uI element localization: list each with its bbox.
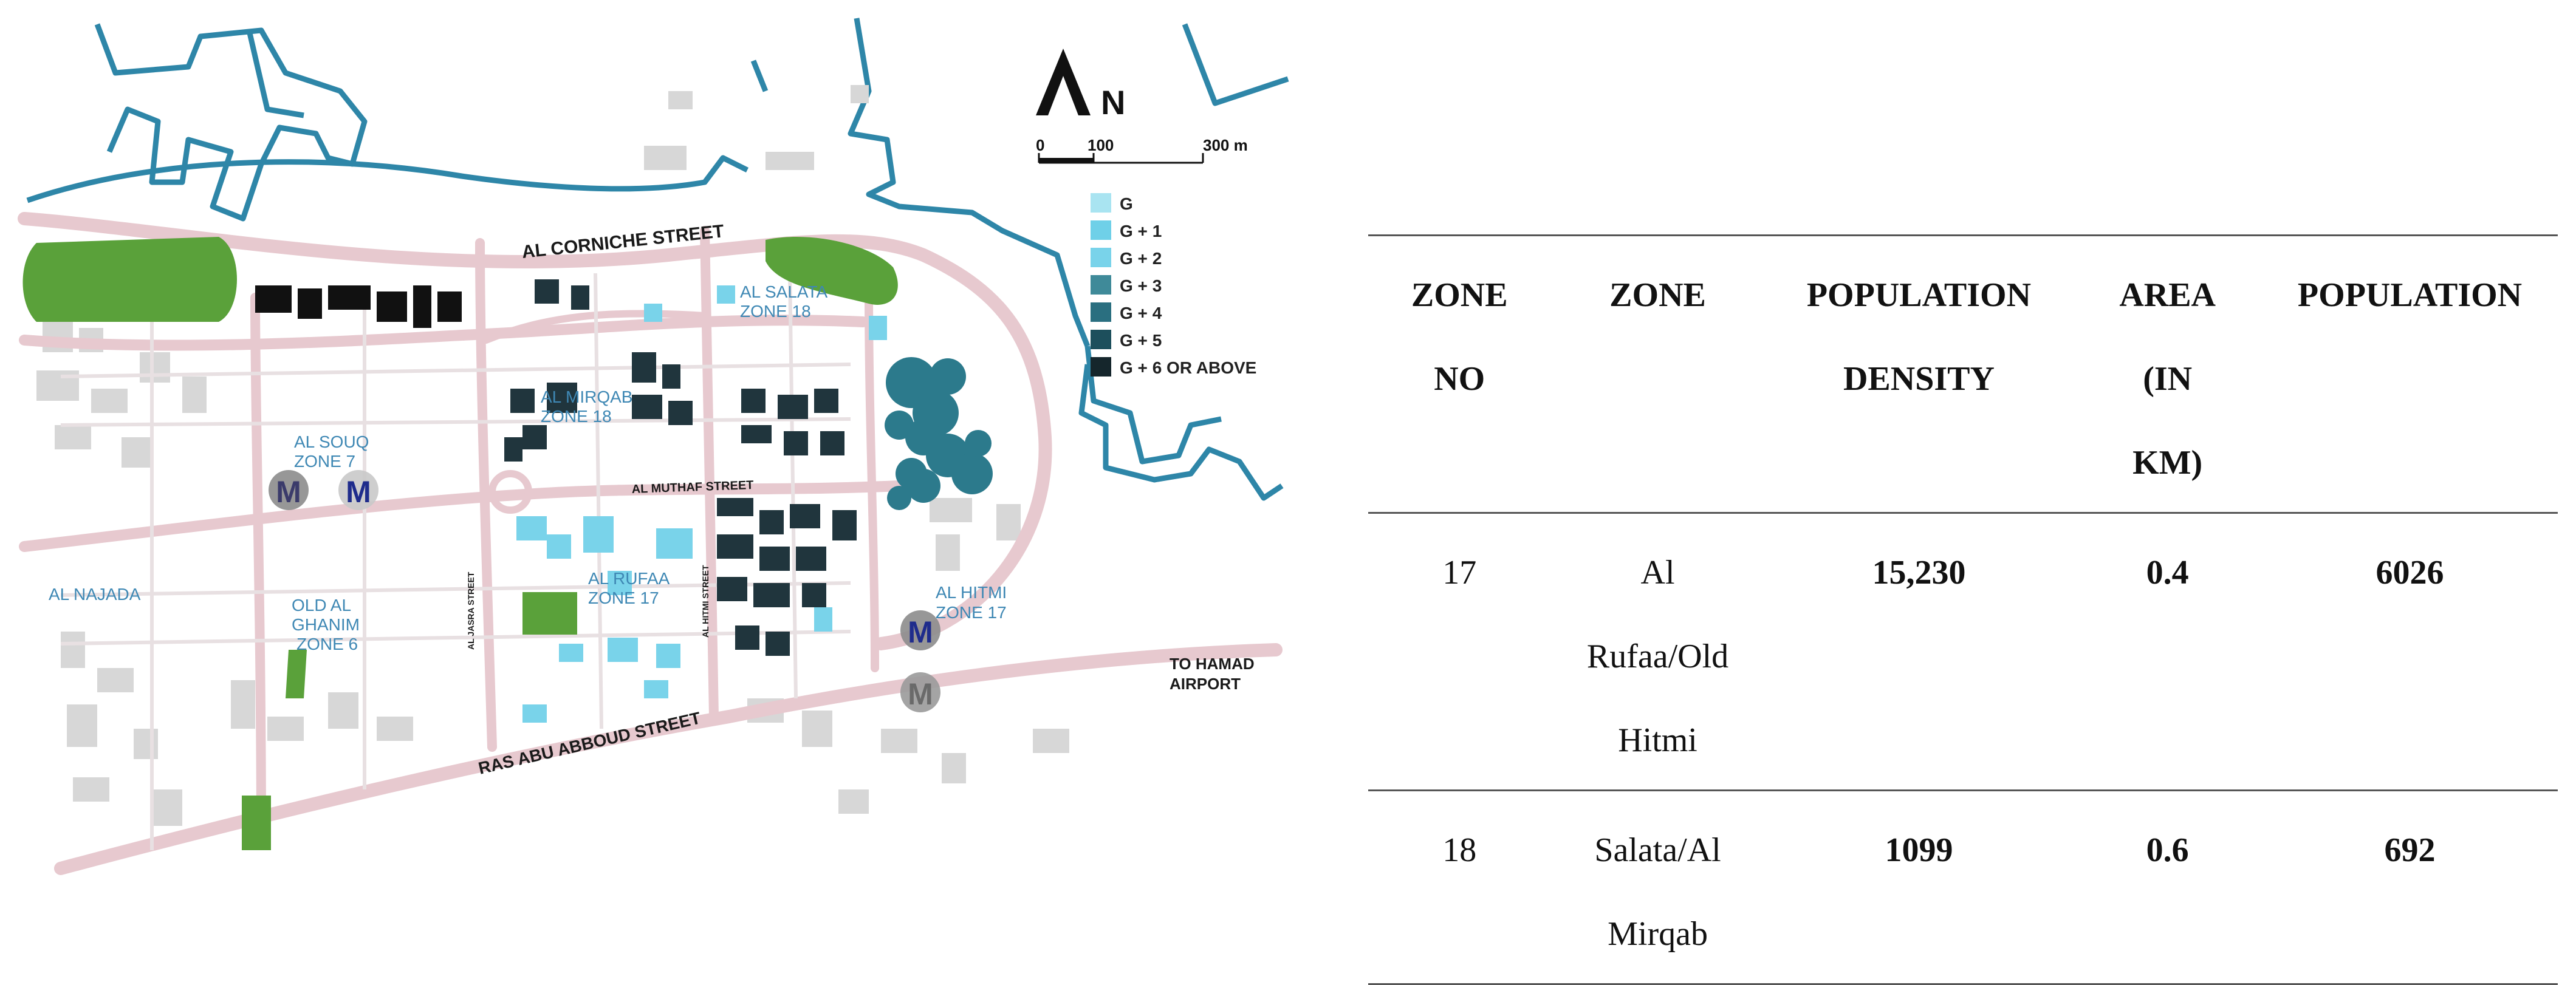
zone-label-salata: AL SALATA — [740, 282, 828, 301]
metro-icon: M — [269, 470, 309, 510]
cell-area: 0.6 — [2146, 831, 2189, 869]
legend-label: G + 2 — [1120, 249, 1162, 268]
zone-label-old-ghanim-2: GHANIM — [292, 615, 360, 634]
cell-zone-no: 18 — [1442, 831, 1477, 869]
metro-icon: M — [900, 672, 940, 712]
legend-label: G — [1120, 194, 1133, 213]
tall-buildings — [504, 279, 857, 656]
zone-label-mirqab-zone: ZONE 18 — [541, 407, 612, 426]
svg-text:M: M — [346, 475, 371, 509]
light-buildings — [516, 285, 887, 723]
zone-label-souq: AL SOUQ — [294, 432, 369, 451]
cell-population: 692 — [2384, 831, 2436, 869]
legend-item: G + 6 OR ABOVE — [1091, 357, 1256, 377]
legend-label: G + 3 — [1120, 276, 1162, 295]
metro-stations: M M M M — [269, 470, 940, 712]
north-arrow-icon: N — [1036, 49, 1125, 121]
legend-item: G + 5 — [1091, 330, 1162, 350]
zone-label-mirqab: AL MIRQAB — [541, 387, 632, 406]
svg-text:0: 0 — [1036, 136, 1044, 154]
cell-area: 0.4 — [2146, 554, 2189, 591]
cell-density: 15,230 — [1872, 554, 1966, 591]
legend-swatch — [1091, 248, 1111, 267]
legend-item: G + 3 — [1091, 275, 1162, 295]
legend-swatch — [1091, 330, 1111, 349]
scale-bar: 0 100 300 m — [1036, 136, 1248, 164]
street-label-jasra: AL JASRA STREET — [466, 571, 476, 650]
zone-label-hitmi: AL HITMI — [936, 583, 1007, 602]
street-label-hitmi: AL HITMI STREET — [701, 565, 710, 638]
tower-cluster — [885, 357, 993, 510]
legend-item: G + 2 — [1091, 248, 1162, 268]
parks — [22, 237, 898, 850]
legend-swatch — [1091, 220, 1111, 240]
zone-label-old-ghanim-1: OLD AL — [292, 596, 351, 615]
svg-text:300 m: 300 m — [1203, 136, 1248, 154]
svg-text:M: M — [276, 475, 301, 509]
zone-label-rufaa-zone: ZONE 17 — [588, 588, 659, 607]
zone-label-souq-zone: ZONE 7 — [294, 452, 355, 471]
zone-label-old-ghanim-3: ZONE 6 — [296, 635, 358, 653]
cell-density: 1099 — [1885, 831, 1953, 869]
destination-label-line2: AIRPORT — [1170, 675, 1241, 693]
zone-label-najada: AL NAJADA — [49, 585, 141, 604]
metro-icon: M — [900, 610, 940, 650]
zone-label-rufaa: AL RUFAA — [588, 569, 670, 588]
svg-text:M: M — [908, 677, 933, 711]
header-population: POPULATION — [2297, 276, 2523, 314]
svg-text:N: N — [1101, 83, 1125, 121]
legend-swatch — [1091, 193, 1111, 213]
destination-label-line1: TO HAMAD — [1170, 655, 1255, 673]
svg-text:100: 100 — [1088, 136, 1114, 154]
legend-swatch — [1091, 302, 1111, 322]
svg-text:M: M — [908, 615, 933, 649]
zone-label-salata-zone: ZONE 18 — [740, 302, 811, 321]
map-panel: M M M M AL CORNICHE STREET RAS ABU ABBOU… — [0, 0, 1300, 923]
cell-population: 6026 — [2376, 554, 2444, 591]
coastline — [26, 18, 1289, 501]
legend-swatch — [1091, 275, 1111, 295]
building-height-legend: G G + 1 G + 2 G + 3 G + 4 G + 5 G + 6 OR ABOVE — [1091, 193, 1256, 377]
legend-label: G + 6 OR ABOVE — [1120, 358, 1256, 377]
legend-swatch — [1091, 357, 1111, 377]
legend-item: G + 4 — [1091, 302, 1162, 322]
legend-item: G + 1 — [1091, 220, 1162, 240]
legend-label: G + 4 — [1120, 304, 1162, 322]
zone-map: M M M M AL CORNICHE STREET RAS ABU ABBOU… — [0, 0, 1300, 923]
zone-label-hitmi-zone: ZONE 17 — [936, 603, 1007, 622]
cell-zone-no: 17 — [1442, 554, 1477, 591]
road-network — [18, 212, 1283, 875]
legend-label: G + 1 — [1120, 222, 1162, 240]
dark-buildings-nw — [255, 285, 462, 328]
metro-icon: M — [338, 470, 379, 510]
legend-label: G + 5 — [1120, 331, 1162, 350]
header-zone: ZONE — [1609, 276, 1706, 314]
legend-item: G — [1091, 193, 1133, 213]
